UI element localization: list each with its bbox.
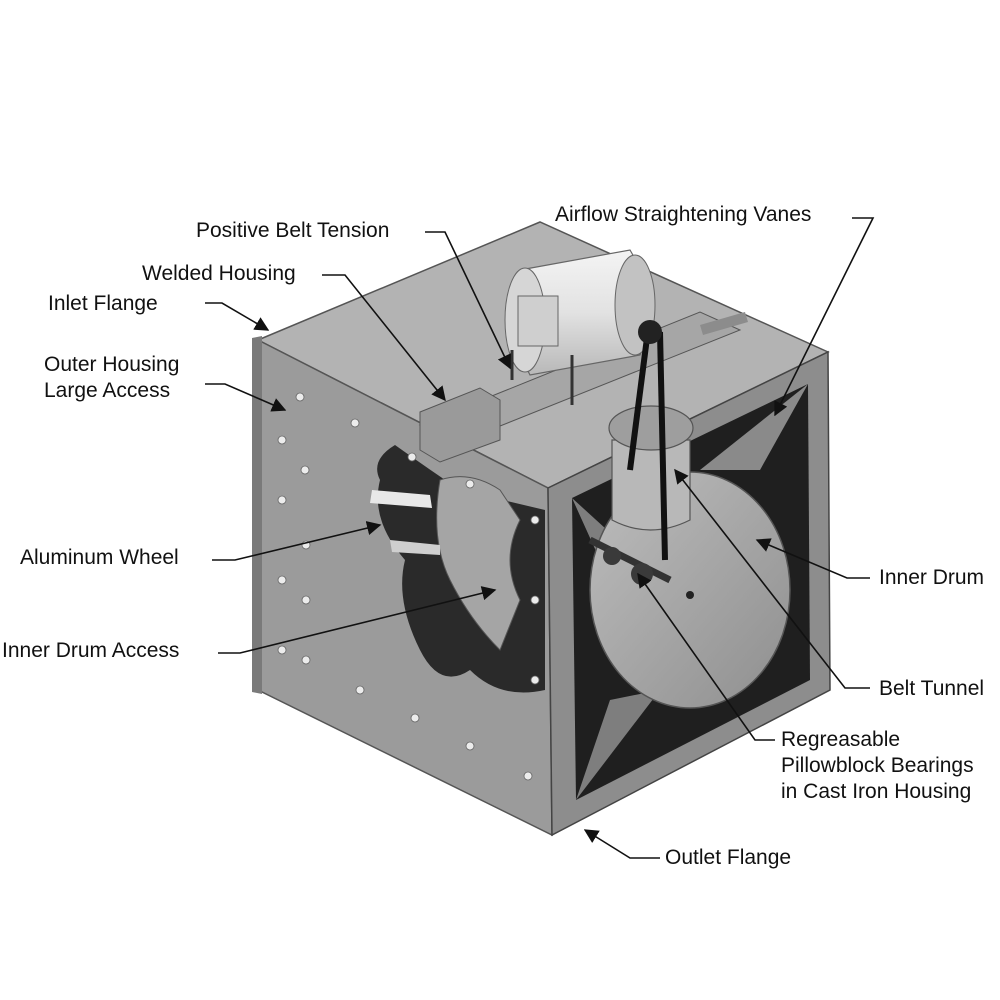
drive-belts (627, 329, 668, 561)
aluminum-wheel (436, 476, 521, 651)
leader-outer-housing (205, 383, 287, 412)
leader-airflow-vanes (774, 217, 875, 417)
leader-inner-drum-access (218, 586, 497, 654)
belt-tunnel-opening (608, 405, 694, 451)
motor (504, 249, 656, 376)
leader-belt-tunnel (674, 468, 870, 689)
inlet-flange (252, 336, 262, 694)
leader-outlet-flange (583, 829, 660, 859)
label-outer-housing: Outer Housing Large Access (44, 353, 180, 402)
label-airflow-vanes: Airflow Straightening Vanes (555, 203, 812, 226)
label-positive-belt-tension: Positive Belt Tension (196, 219, 390, 242)
leader-inner-drum (755, 538, 870, 579)
vane-bottom-left (576, 690, 660, 800)
motor-sheave (638, 320, 662, 344)
pillowblock-bearing (631, 563, 653, 585)
label-bearings: Regreasable Pillowblock Bearings in Cast… (781, 728, 974, 803)
wheel-blade-1 (370, 490, 432, 508)
leader-aluminum-wheel (212, 521, 382, 561)
tension-bolts (510, 350, 574, 405)
label-belt-tunnel: Belt Tunnel (879, 677, 985, 700)
label-inlet-flange: Inlet Flange (48, 292, 158, 315)
leader-inlet-flange (205, 302, 270, 331)
leader-welded-housing (322, 274, 446, 402)
belt-tunnel (611, 439, 691, 531)
leader-bearings (637, 572, 775, 741)
leader-lines (205, 217, 875, 859)
shaft (588, 536, 672, 584)
label-outlet-flange: Outlet Flange (665, 846, 792, 869)
label-inner-drum: Inner Drum (879, 566, 985, 589)
welded-housing-block (419, 387, 501, 463)
leader-positive-belt-tension (425, 231, 511, 370)
drum-hub (686, 591, 694, 599)
wheel-blade-2 (390, 540, 440, 555)
label-inner-drum-access: Inner Drum Access (2, 639, 180, 662)
label-aluminum-wheel: Aluminum Wheel (20, 546, 179, 569)
pillowblock-bearing-2 (603, 547, 621, 565)
vane-support-bar (700, 312, 748, 335)
label-welded-housing: Welded Housing (142, 262, 296, 285)
